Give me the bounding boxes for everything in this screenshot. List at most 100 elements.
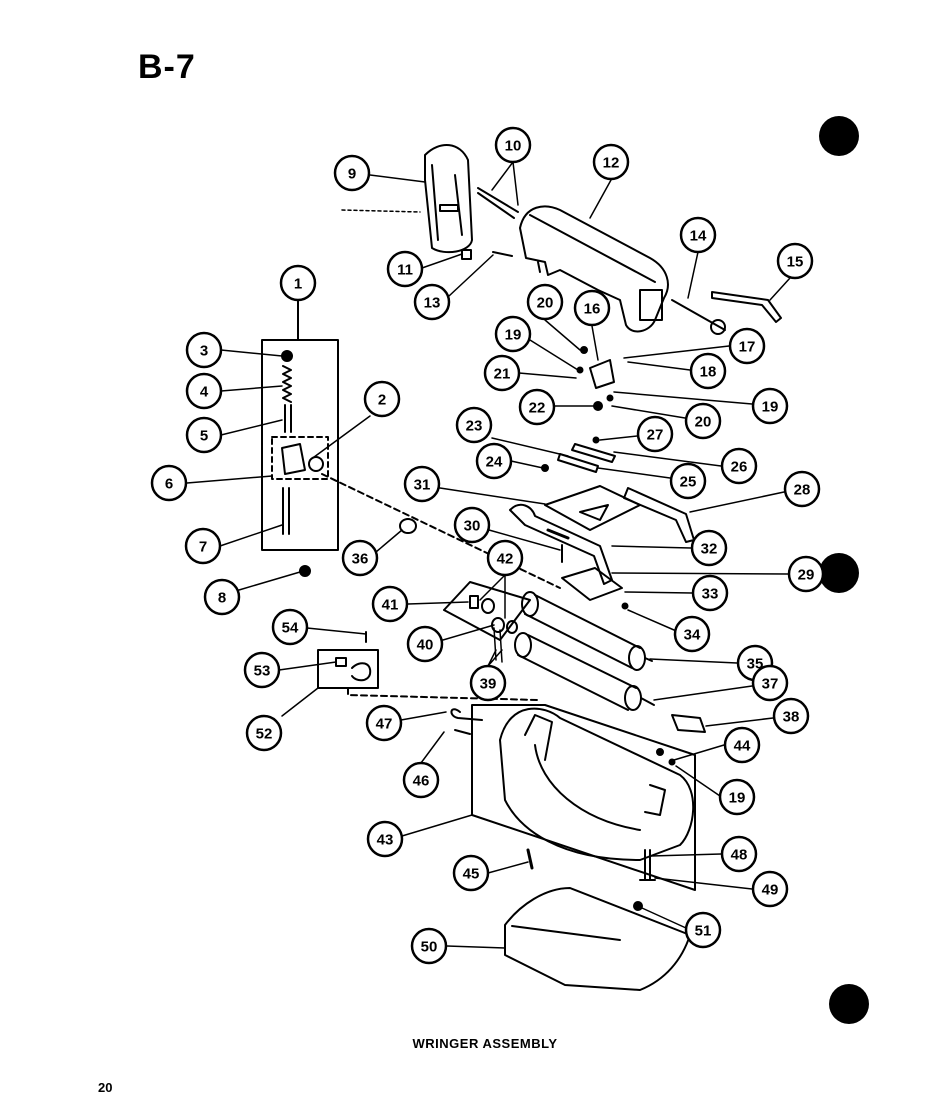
callout-c44: 44 <box>723 726 761 764</box>
callout-number: 37 <box>762 676 779 693</box>
callout-c54: 54 <box>271 608 309 646</box>
callout-circle <box>718 778 756 816</box>
part-38-end-cap <box>671 714 706 733</box>
callout-c31: 31 <box>403 465 441 503</box>
callout-circle <box>271 608 309 646</box>
callout-number: 33 <box>702 586 719 603</box>
callout-circle <box>751 870 789 908</box>
callout-circle <box>751 664 789 702</box>
callout-circle <box>453 506 491 544</box>
callout-c17: 17 <box>728 327 766 365</box>
callout-number: 45 <box>463 866 480 883</box>
callout-c19b: 19 <box>751 387 789 425</box>
callout-number: 10 <box>505 138 522 155</box>
callout-circle <box>573 289 611 327</box>
callout-number: 4 <box>200 384 209 401</box>
callout-c18: 18 <box>689 352 727 390</box>
callout-circle <box>203 578 241 616</box>
callout-number: 7 <box>199 539 207 556</box>
callout-number: 43 <box>377 832 394 849</box>
callout-number: 44 <box>734 738 751 755</box>
page-code: B-7 <box>138 48 196 86</box>
part-12-wringer-housing <box>519 205 669 333</box>
callout-circle <box>669 462 707 500</box>
part-43-wringer-base <box>471 704 696 891</box>
callout-c20b: 20 <box>684 402 722 440</box>
callout-circle <box>245 714 283 752</box>
callout-circle <box>410 927 448 965</box>
callout-c48: 48 <box>720 835 758 873</box>
callout-circle <box>720 835 758 873</box>
callout-number: 52 <box>256 726 273 743</box>
part-50-drain-board <box>504 887 691 991</box>
callout-number: 8 <box>218 590 226 607</box>
callout-circle <box>184 527 222 565</box>
callout-circle <box>150 464 188 502</box>
callout-number: 46 <box>413 773 430 790</box>
callout-c14: 14 <box>679 216 717 254</box>
callout-number: 25 <box>680 474 697 491</box>
registration-dot-bottom <box>829 984 869 1024</box>
callout-c19c: 19 <box>718 778 756 816</box>
callout-circle <box>185 372 223 410</box>
callout-circle <box>469 664 507 702</box>
callout-circle <box>783 470 821 508</box>
callout-circle <box>185 331 223 369</box>
callout-c1: 1 <box>279 264 317 302</box>
callout-circle <box>690 529 728 567</box>
callout-number: 21 <box>494 366 511 383</box>
callout-c24: 24 <box>475 442 513 480</box>
callout-circle <box>720 447 758 485</box>
callout-c33: 33 <box>691 574 729 612</box>
callout-circle <box>185 416 223 454</box>
callout-number: 48 <box>731 847 748 864</box>
registration-dot-middle <box>819 553 859 593</box>
callout-c47: 47 <box>365 704 403 742</box>
part-46-spring <box>454 729 471 735</box>
callout-circle <box>526 283 564 321</box>
callout-circle <box>455 406 493 444</box>
callout-circle <box>452 854 490 892</box>
callout-number: 6 <box>165 476 173 493</box>
callout-number: 5 <box>200 428 208 445</box>
callout-circle <box>691 574 729 612</box>
part-10-pins <box>477 187 519 219</box>
callout-circle <box>772 697 810 735</box>
callout-circle <box>341 539 379 577</box>
callout-c10: 10 <box>494 126 532 164</box>
callout-number: 29 <box>798 567 815 584</box>
callout-circle <box>371 585 409 623</box>
callout-circle <box>486 539 524 577</box>
callout-c11: 11 <box>386 250 424 288</box>
callout-number: 26 <box>731 459 748 476</box>
callout-c8: 8 <box>203 578 241 616</box>
callout-c27: 27 <box>636 415 674 453</box>
callout-number: 20 <box>695 414 712 431</box>
callout-c34: 34 <box>673 615 711 653</box>
callout-circle <box>366 820 404 858</box>
callout-c52: 52 <box>245 714 283 752</box>
callout-c3: 3 <box>185 331 223 369</box>
callout-c2: 2 <box>363 380 401 418</box>
callout-number: 50 <box>421 939 438 956</box>
callout-circle <box>679 216 717 254</box>
callout-number: 19 <box>762 399 779 416</box>
callout-c13: 13 <box>413 283 451 321</box>
part-48-49-bolt <box>639 849 656 881</box>
callout-c30: 30 <box>453 506 491 544</box>
callout-c40: 40 <box>406 625 444 663</box>
part-16-bracket <box>576 346 615 411</box>
callout-number: 9 <box>348 166 356 183</box>
part-33-plate <box>561 567 623 601</box>
callout-c43: 43 <box>366 820 404 858</box>
callout-c39: 39 <box>469 664 507 702</box>
callout-circle <box>413 283 451 321</box>
callout-c51: 51 <box>684 911 722 949</box>
callout-circle <box>689 352 727 390</box>
part-32-handle-bar <box>509 503 613 585</box>
callout-c16: 16 <box>573 289 611 327</box>
part-15-handle-rod <box>711 291 782 323</box>
callout-circle <box>403 465 441 503</box>
